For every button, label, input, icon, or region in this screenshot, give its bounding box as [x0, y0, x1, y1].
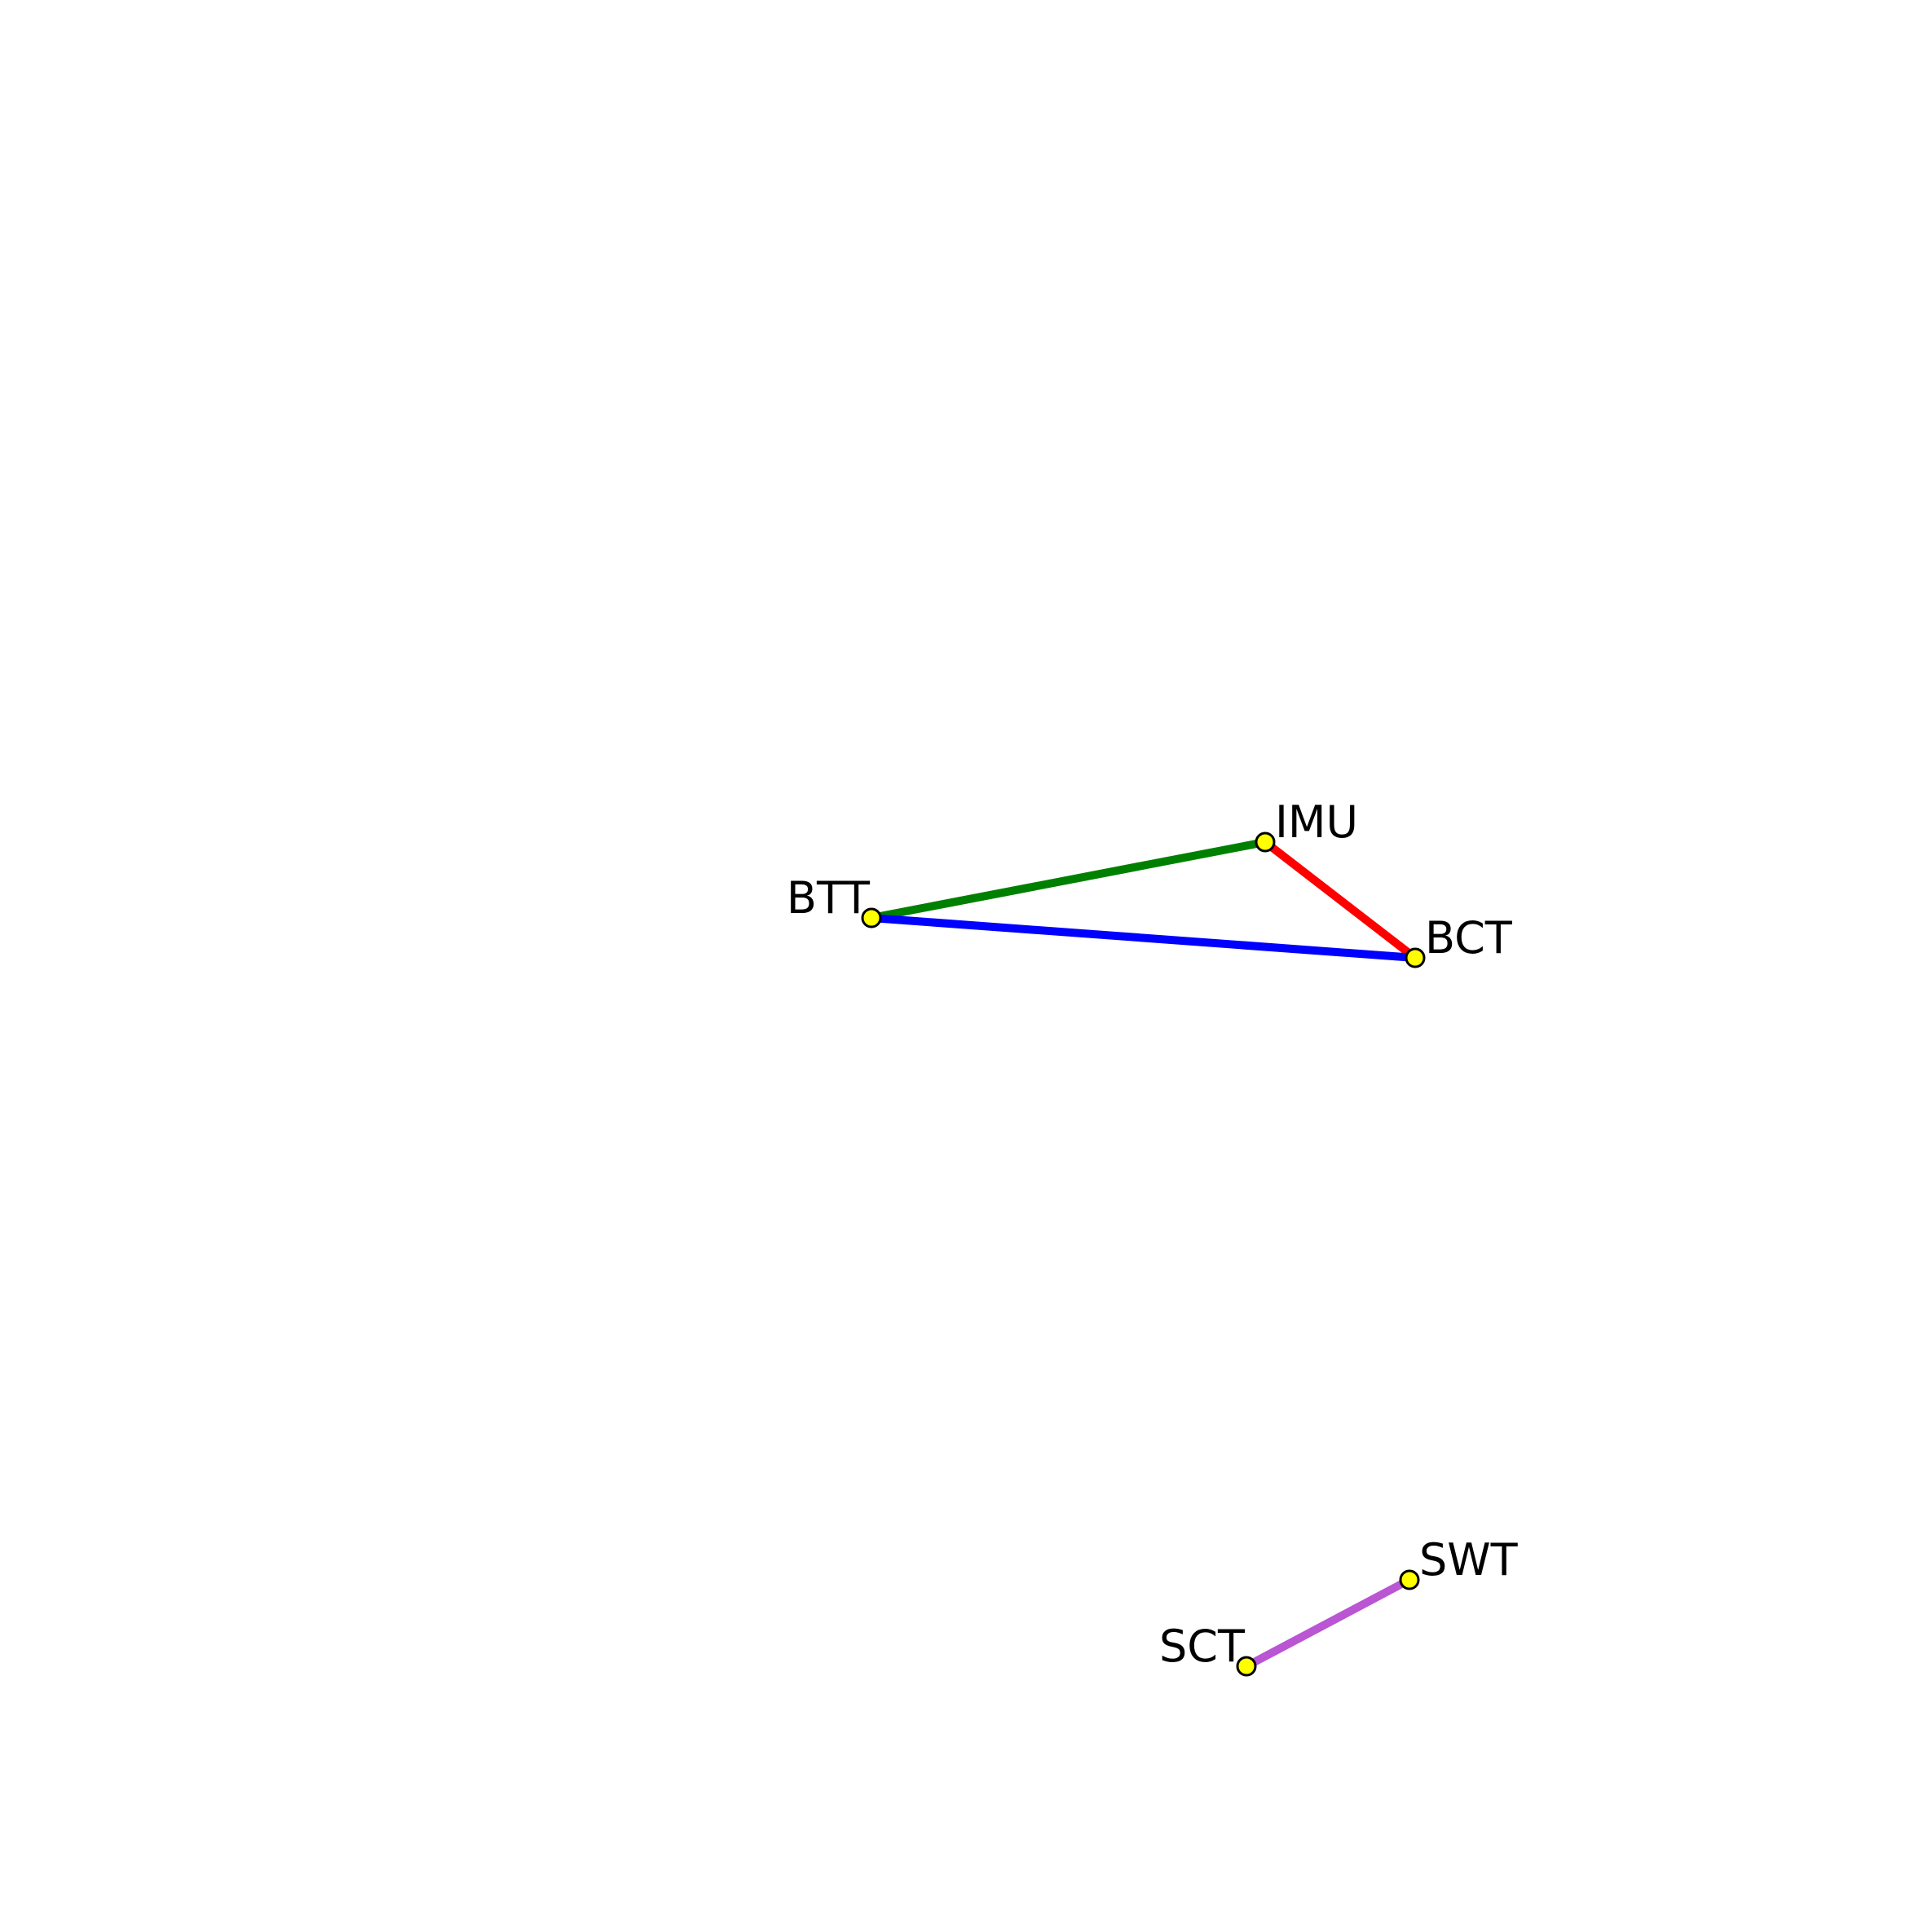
node-sct: [1236, 1656, 1257, 1677]
node-label-sct: SCT: [1159, 1621, 1246, 1672]
edge-btt-imu: [871, 838, 1266, 922]
node-label-swt: SWT: [1419, 1534, 1519, 1586]
node-btt: [861, 907, 882, 929]
node-label-bct: BCT: [1425, 912, 1513, 964]
edge-btt-bct: [871, 914, 1416, 962]
node-bct: [1405, 947, 1426, 968]
label-layer: IMU BTT BCT SWT SCT: [787, 796, 1519, 1672]
edge-layer: [871, 838, 1418, 1670]
node-imu: [1255, 831, 1276, 853]
edge-sct-swt: [1244, 1576, 1412, 1670]
node-label-imu: IMU: [1275, 796, 1358, 848]
node-layer: [861, 831, 1426, 1677]
node-swt: [1399, 1569, 1420, 1590]
edge-imu-bct: [1262, 839, 1418, 961]
node-label-btt: BTT: [787, 872, 871, 924]
